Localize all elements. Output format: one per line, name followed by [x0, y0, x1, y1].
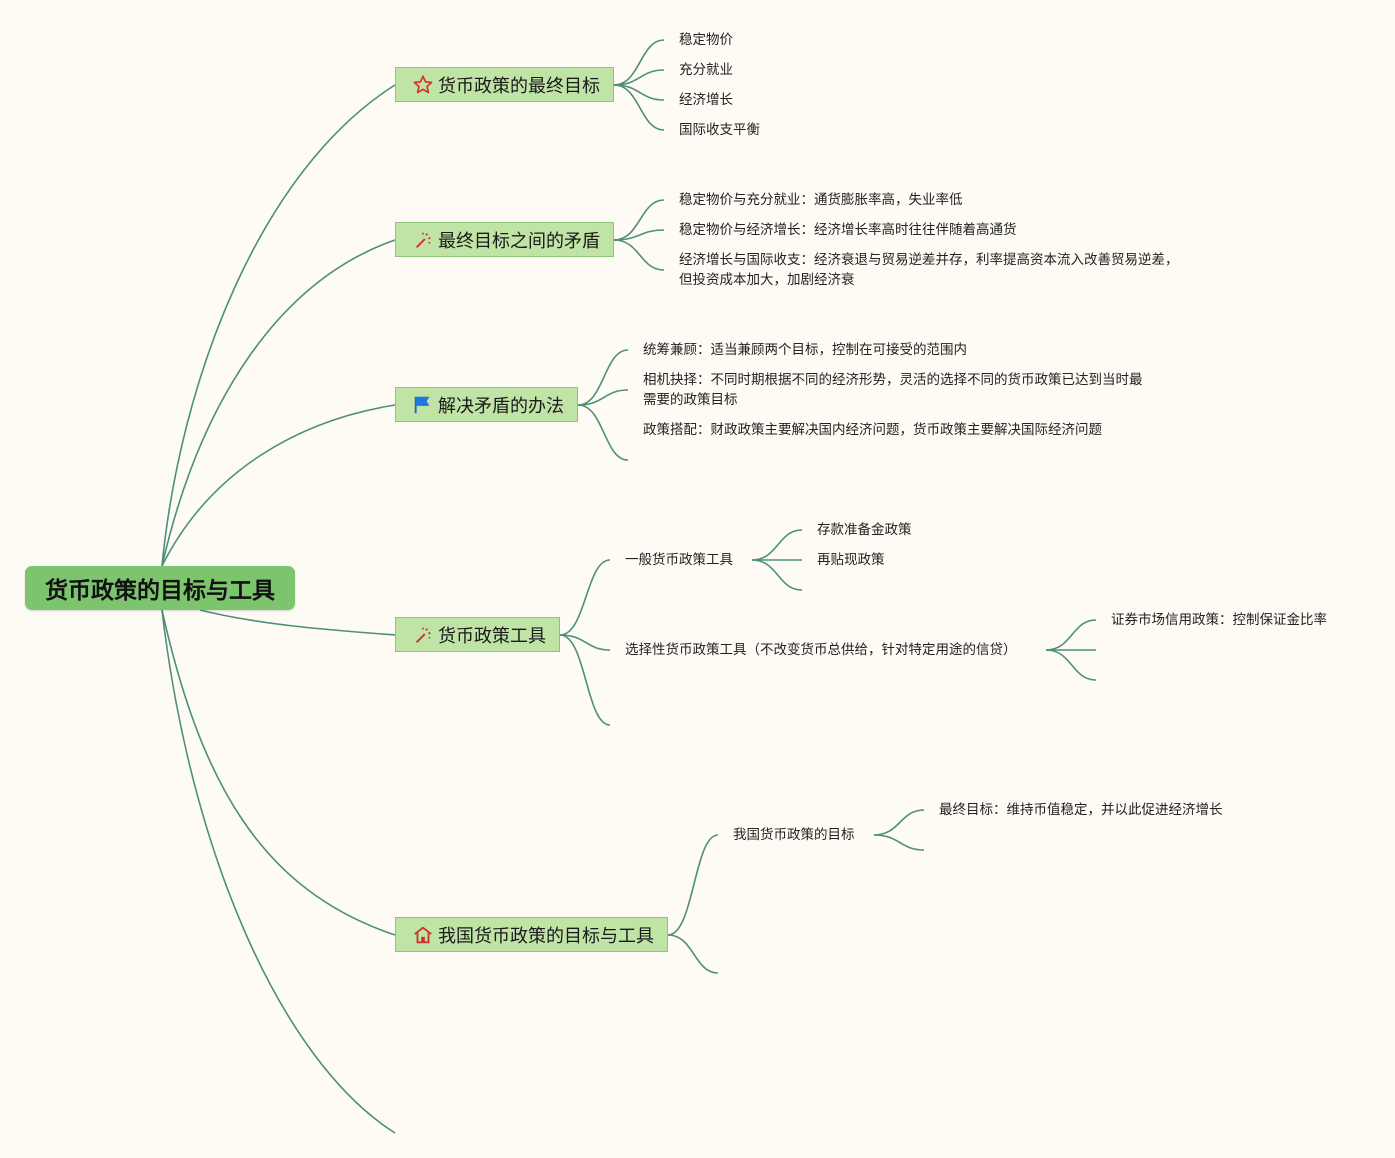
- leaf-rediscount[interactable]: 再贴现政策: [817, 552, 885, 568]
- edge-t5-c2: [667, 934, 719, 974]
- edge-t4-c1: [559, 559, 611, 636]
- topic-solutions[interactable]: 解决矛盾的办法: [395, 387, 578, 422]
- topic-goal-conflicts[interactable]: 最终目标之间的矛盾: [395, 222, 614, 257]
- leaf-conflict-3[interactable]: 经济增长与国际收支：经济衰退与贸易逆差并存，利率提高资本流入改善贸易逆差，但投资…: [679, 252, 1179, 288]
- edge-t1-c4: [613, 84, 665, 131]
- edge-t3-c1: [577, 349, 629, 406]
- topic-label: 最终目标之间的矛盾: [438, 230, 600, 252]
- topic-label: 货币政策的最终目标: [438, 75, 600, 97]
- magic-wand-icon: [412, 229, 434, 251]
- subtopic-selective-tools[interactable]: 选择性货币政策工具（不改变货币总供给，针对特定用途的信贷）: [625, 642, 1017, 658]
- subtopic-china-goals[interactable]: 我国货币政策的目标: [733, 827, 855, 843]
- leaf-solution-3[interactable]: 政策搭配：财政政策主要解决国内经济问题，货币政策主要解决国际经济问题: [643, 422, 1102, 438]
- leaf-full-employment[interactable]: 充分就业: [679, 62, 733, 78]
- leaf-securities-credit[interactable]: 证券市场信用政策：控制保证金比率: [1111, 612, 1327, 628]
- leaf-final-goal[interactable]: 最终目标：维持币值稳定，并以此促进经济增长: [939, 802, 1223, 818]
- leaf-conflict-1[interactable]: 稳定物价与充分就业：通货膨胀率高，失业率低: [679, 192, 963, 208]
- edge-t4-sub1-c: [751, 559, 803, 591]
- flag-icon: [412, 394, 434, 416]
- edge-t4-c2: [559, 634, 611, 651]
- leaf-reserve-requirement[interactable]: 存款准备金政策: [817, 522, 912, 538]
- home-icon: [412, 924, 434, 946]
- subtopic-general-tools[interactable]: 一般货币政策工具: [625, 552, 733, 568]
- edge-t2-c1: [613, 199, 665, 241]
- edge-t1-c1: [613, 39, 665, 86]
- edge-t4-sub2-a: [1045, 619, 1097, 651]
- edge-root-topic1: [161, 84, 396, 567]
- edge-root-extra: [161, 609, 396, 1134]
- edge-t2-c2: [613, 229, 665, 241]
- edge-t2-c3: [613, 239, 665, 271]
- root-topic-label: 货币政策的目标与工具: [45, 578, 275, 604]
- topic-label: 我国货币政策的目标与工具: [438, 925, 654, 947]
- edge-t4-c3: [559, 634, 611, 726]
- edge-t5-c1: [667, 834, 719, 936]
- edge-root-topic3: [161, 404, 396, 567]
- leaf-balance-of-payments[interactable]: 国际收支平衡: [679, 122, 760, 138]
- root-topic[interactable]: 货币政策的目标与工具: [25, 566, 295, 610]
- leaf-stable-prices[interactable]: 稳定物价: [679, 32, 733, 48]
- topic-label: 解决矛盾的办法: [438, 395, 564, 417]
- edge-t4-sub2-c: [1045, 649, 1097, 681]
- leaf-solution-2[interactable]: 相机抉择：不同时期根据不同的经济形势，灵活的选择不同的货币政策已达到当时最需要的…: [643, 372, 1143, 408]
- topic-final-goals[interactable]: 货币政策的最终目标: [395, 67, 614, 102]
- leaf-solution-1[interactable]: 统筹兼顾：适当兼顾两个目标，控制在可接受的范围内: [643, 342, 967, 358]
- topic-label: 货币政策工具: [438, 625, 546, 647]
- topic-policy-tools[interactable]: 货币政策工具: [395, 617, 560, 652]
- edge-t5-sub1-b: [873, 834, 925, 851]
- leaf-conflict-2[interactable]: 稳定物价与经济增长：经济增长率高时往往伴随着高通货: [679, 222, 1017, 238]
- topic-china-policy[interactable]: 我国货币政策的目标与工具: [395, 917, 668, 952]
- magic-wand-icon: [412, 624, 434, 646]
- star-icon: [412, 74, 434, 96]
- edge-t3-c2: [577, 389, 629, 406]
- edge-root-topic2: [161, 239, 396, 567]
- edge-t3-c3: [577, 404, 629, 461]
- edge-t5-sub1-a: [873, 809, 925, 836]
- edge-root-topic5: [161, 609, 396, 936]
- leaf-economic-growth[interactable]: 经济增长: [679, 92, 733, 108]
- edge-t4-sub1-a: [751, 529, 803, 561]
- edge-root-topic4: [199, 609, 396, 636]
